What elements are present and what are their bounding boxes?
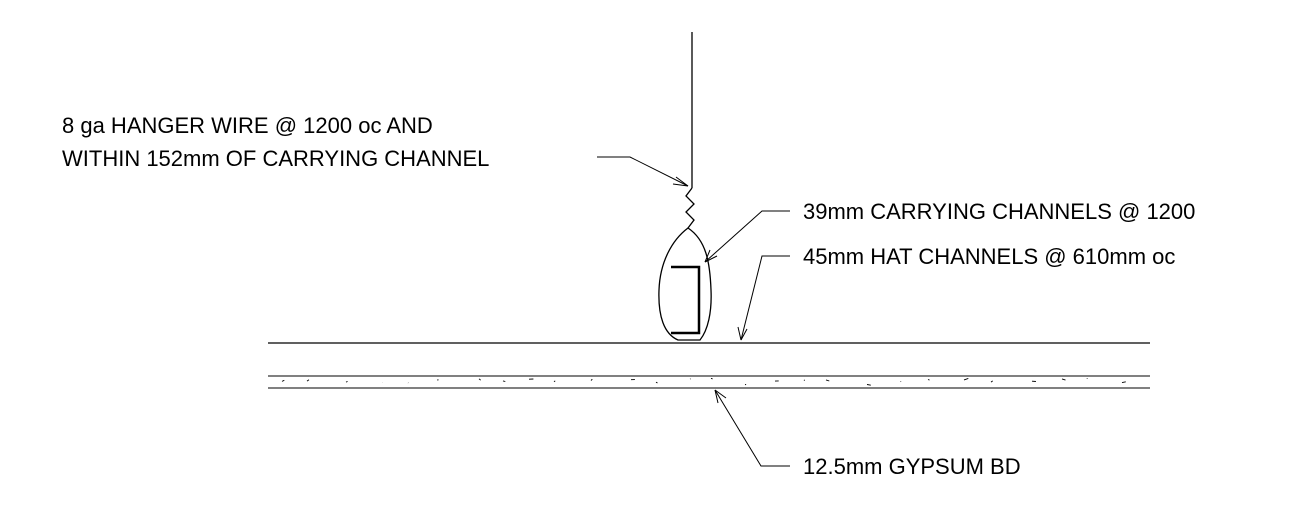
gypsum-speck bbox=[1061, 378, 1066, 381]
gypsum-speck bbox=[655, 381, 658, 384]
hanger-wire-twist bbox=[685, 187, 695, 229]
leader-gypsum-board bbox=[714, 389, 790, 467]
leader-carrying-channels bbox=[704, 210, 790, 263]
gypsum-board-hatch bbox=[281, 377, 1126, 386]
hanger-wire-loop bbox=[658, 227, 712, 341]
arrow-hat-channels bbox=[737, 326, 748, 341]
gypsum-speck bbox=[281, 379, 285, 382]
leader-hat-channels bbox=[740, 255, 790, 341]
gypsum-speck bbox=[963, 377, 969, 381]
gypsum-speck bbox=[803, 379, 806, 381]
gypsum-speck bbox=[478, 378, 481, 381]
label-carrying-channels: 39mm CARRYING CHANNELS @ 1200 bbox=[803, 199, 1195, 224]
arrow-carrying-channels bbox=[704, 249, 718, 263]
carrying-channel bbox=[671, 265, 701, 335]
gypsum-speck bbox=[990, 380, 993, 383]
gypsum-speck bbox=[825, 379, 830, 382]
arrow-hanger-wire bbox=[672, 176, 689, 187]
gypsum-speck bbox=[927, 379, 930, 381]
gypsum-speck bbox=[306, 379, 310, 382]
gypsum-speck bbox=[1121, 381, 1126, 384]
gypsum-speck bbox=[590, 378, 593, 381]
label-gypsum-board: 12.5mm GYPSUM BD bbox=[803, 454, 1021, 479]
label-hat-channels: 45mm HAT CHANNELS @ 610mm oc bbox=[803, 244, 1175, 269]
label-hanger-wire-line1: 8 ga HANGER WIRE @ 1200 oc AND bbox=[62, 113, 433, 138]
arrow-gypsum-board bbox=[714, 389, 727, 404]
label-hanger-wire-line2: WITHIN 152mm OF CARRYING CHANNEL bbox=[62, 146, 489, 171]
gypsum-speck bbox=[553, 380, 556, 383]
leader-hanger-wire bbox=[597, 156, 689, 187]
gypsum-speck bbox=[345, 381, 348, 383]
gypsum-speck bbox=[866, 384, 871, 386]
gypsum-speck bbox=[502, 380, 506, 382]
gypsum-speck bbox=[710, 377, 713, 380]
